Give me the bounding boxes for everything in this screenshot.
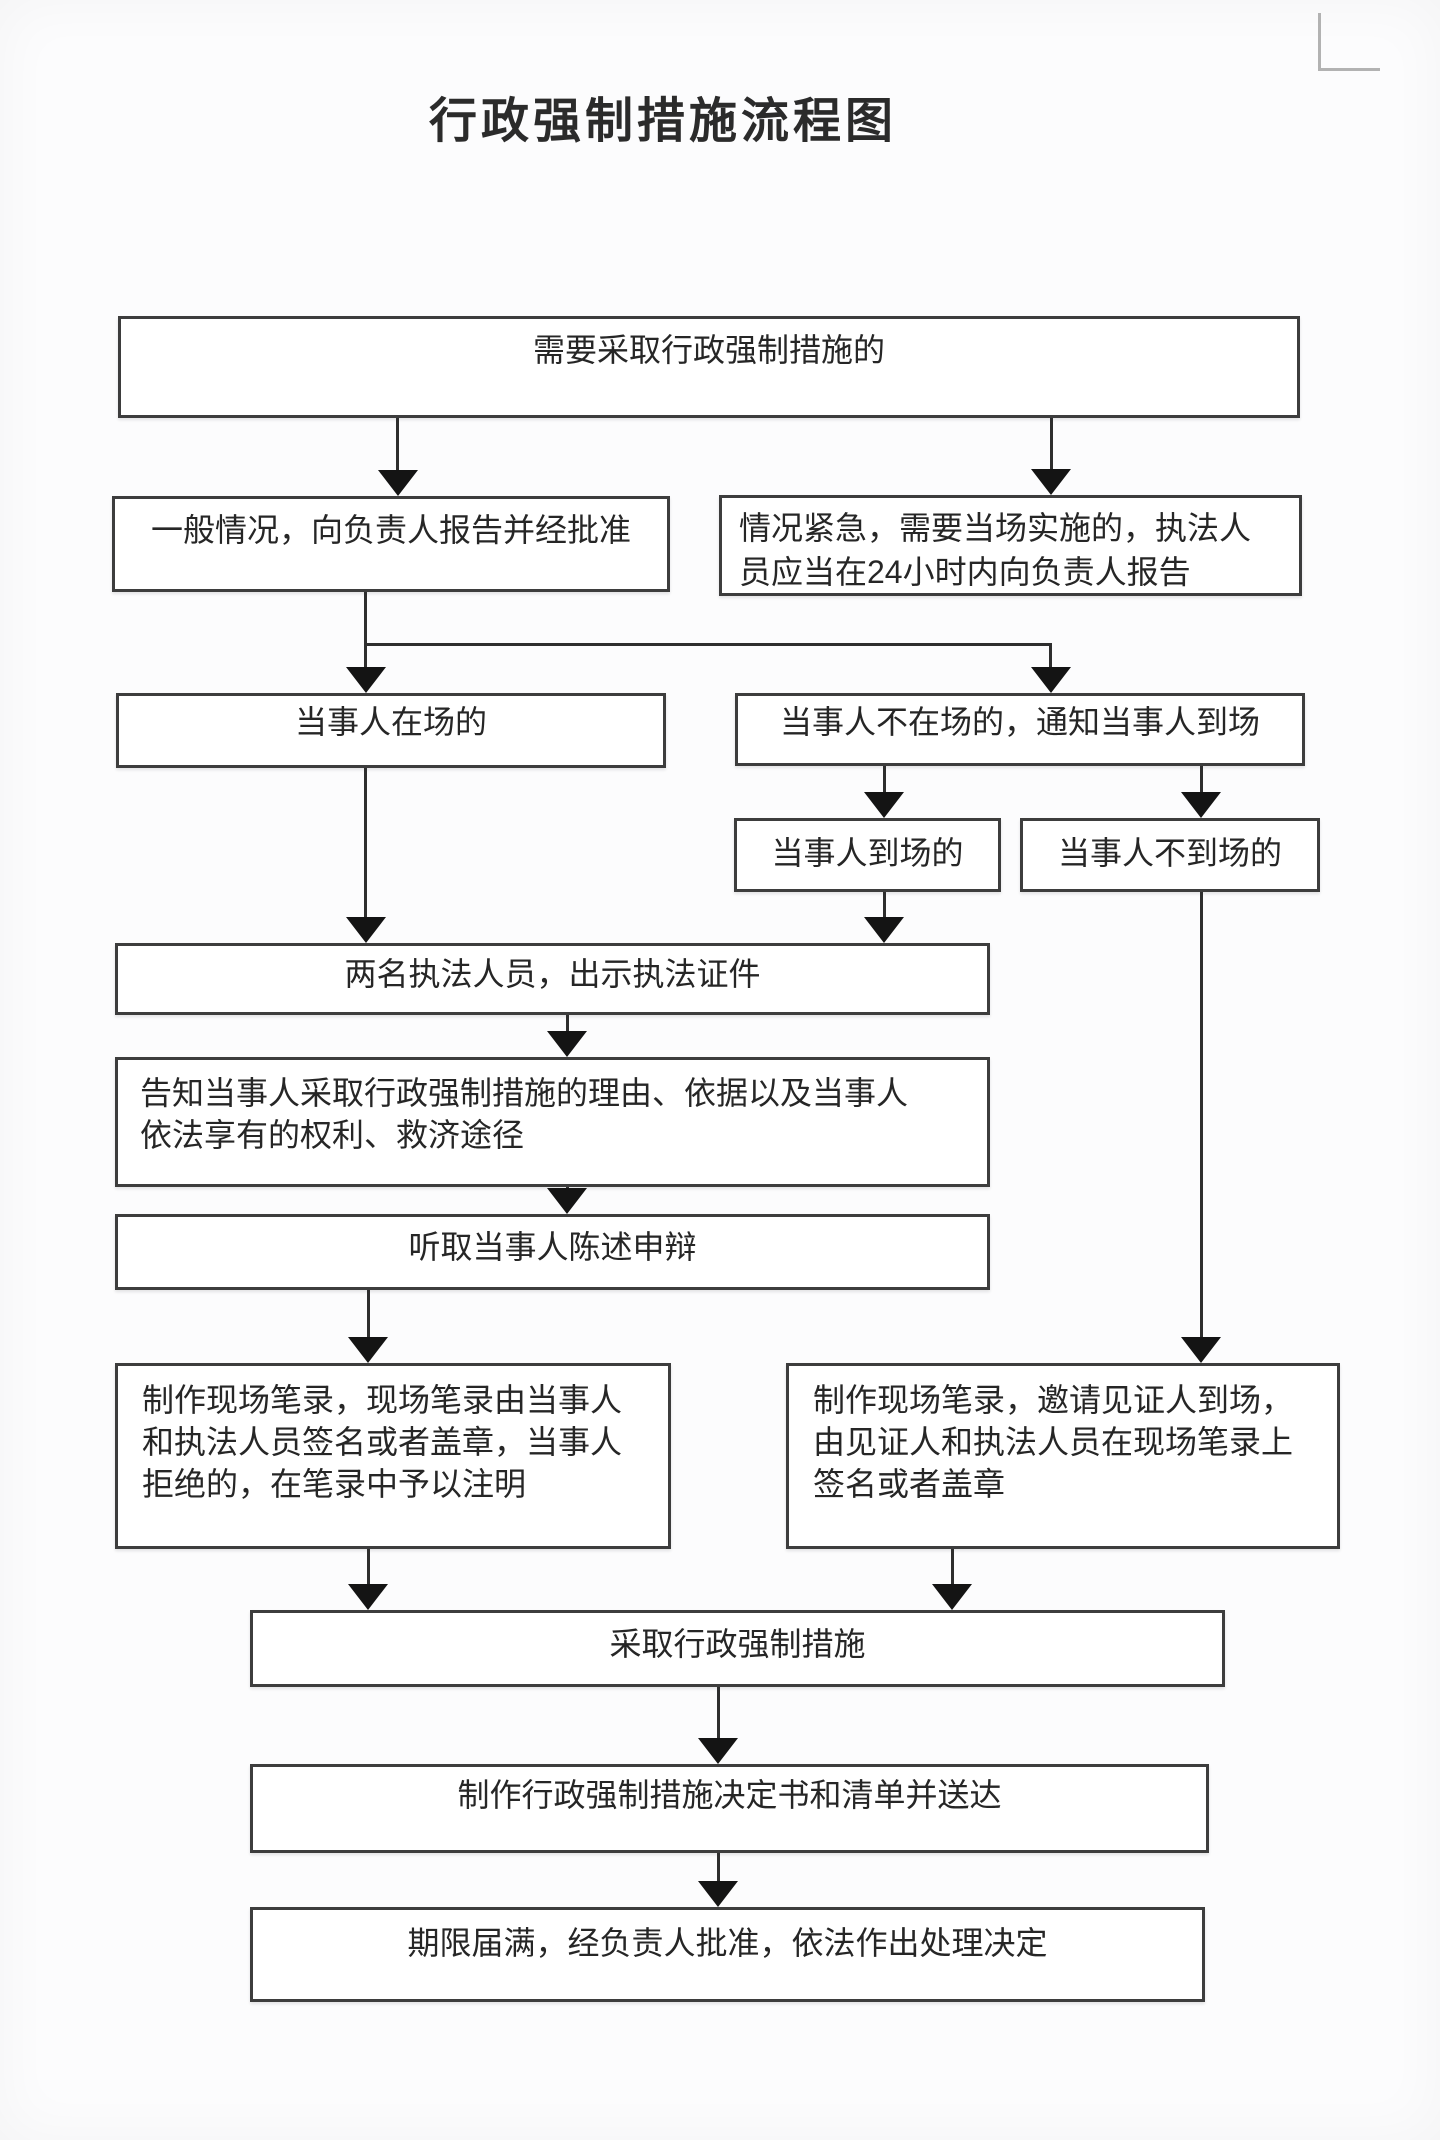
conn-notarrived-record-arrow — [1181, 1337, 1221, 1363]
conn-absent-notarrived-line — [1200, 766, 1203, 792]
conn-measures-decisiondoc-arrow — [698, 1738, 738, 1764]
node-deadline-decision: 期限届满，经负责人批准，依法作出处理决定 — [250, 1907, 1205, 2002]
node-inform-rights: 告知当事人采取行政强制措施的理由、依据以及当事人 依法享有的权利、救济途径 — [115, 1057, 990, 1187]
conn-start-normal-line — [396, 418, 399, 472]
conn-branch-absent-line — [1049, 643, 1052, 667]
conn-measures-decisiondoc-line — [717, 1687, 720, 1738]
conn-recordparty-measures-arrow — [348, 1584, 388, 1610]
conn-arrived-credentials-arrow — [864, 917, 904, 943]
conn-normal-branch-stub — [364, 592, 367, 643]
conn-branch-absent-arrow — [1031, 667, 1071, 693]
conn-recordwitness-measures-arrow — [932, 1584, 972, 1610]
node-hear-statement: 听取当事人陈述申辩 — [115, 1214, 990, 1290]
node-party-absent-notify: 当事人不在场的，通知当事人到场 — [735, 693, 1305, 766]
conn-hear-record-arrow — [348, 1337, 388, 1363]
conn-notarrived-record-line — [1200, 892, 1203, 1337]
conn-present-credentials-line — [364, 768, 367, 917]
node-record-with-witness: 制作现场笔录，邀请见证人到场， 由见证人和执法人员在现场笔录上 签名或者盖章 — [786, 1363, 1340, 1549]
conn-hear-record-line — [367, 1290, 370, 1337]
node-urgent-report: 情况紧急，需要当场实施的，执法人 员应当在24小时内向负责人报告 — [719, 495, 1302, 596]
conn-decisiondoc-deadline-arrow — [698, 1881, 738, 1907]
node-normal-approval: 一般情况，向负责人报告并经批准 — [112, 496, 670, 592]
page-corner-mark — [1318, 13, 1380, 71]
conn-arrived-credentials-line — [883, 892, 886, 917]
node-record-with-party: 制作现场笔录，现场笔录由当事人 和执法人员签名或者盖章，当事人 拒绝的，在笔录中… — [115, 1363, 671, 1549]
conn-start-urgent-arrow — [1031, 469, 1071, 495]
conn-present-credentials-arrow — [346, 917, 386, 943]
page-title: 行政强制措施流程图 — [429, 95, 898, 148]
conn-branch-present-line — [364, 643, 367, 667]
conn-branch-horizontal — [364, 643, 1052, 646]
conn-recordwitness-measures-line — [951, 1549, 954, 1584]
conn-credentials-inform-arrow — [547, 1031, 587, 1057]
node-show-credentials: 两名执法人员，出示执法证件 — [115, 943, 990, 1015]
conn-credentials-inform-line — [566, 1015, 569, 1031]
node-make-decision: 制作行政强制措施决定书和清单并送达 — [250, 1764, 1209, 1853]
conn-absent-notarrived-arrow — [1181, 792, 1221, 818]
node-party-present: 当事人在场的 — [116, 693, 666, 768]
conn-recordparty-measures-line — [367, 1549, 370, 1584]
conn-decisiondoc-deadline-line — [717, 1853, 720, 1881]
conn-inform-hear-arrow — [547, 1188, 587, 1214]
conn-absent-arrived-line — [883, 766, 886, 792]
conn-absent-arrived-arrow — [864, 792, 904, 818]
node-need-enforcement: 需要采取行政强制措施的 — [118, 316, 1300, 418]
conn-branch-present-arrow — [346, 667, 386, 693]
conn-start-urgent-line — [1050, 418, 1053, 471]
node-party-arrived: 当事人到场的 — [734, 818, 1001, 892]
conn-start-normal-arrow — [378, 470, 418, 496]
node-take-measures: 采取行政强制措施 — [250, 1610, 1225, 1687]
node-party-not-arrived: 当事人不到场的 — [1020, 818, 1320, 892]
